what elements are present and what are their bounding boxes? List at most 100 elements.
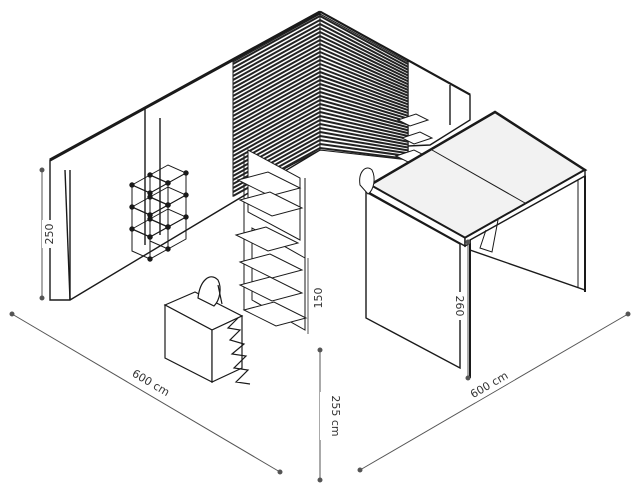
cube-connector [147,172,153,178]
slat [319,83,409,114]
slat [232,75,321,125]
slat [232,99,321,149]
slat [319,43,409,86]
cabin-height-dimension: 260 [452,239,471,381]
slat [319,123,409,143]
cube-connector [165,180,171,186]
slat [232,43,321,93]
slat [319,99,409,126]
slat [232,91,321,141]
slat [232,79,321,129]
slat [232,95,321,145]
slat [319,47,409,88]
slat [232,47,321,97]
cube-connector [147,216,153,222]
left-wall-front-edge [64,169,71,301]
slat [319,107,409,132]
slat [319,127,409,146]
left-wall-height-label: 250 [43,224,56,245]
slat [232,71,321,121]
slat [232,103,321,153]
slat [232,87,321,137]
front-height-label: 255 cm [329,395,342,436]
cube-connector [183,214,189,220]
slat [319,143,409,158]
shelf [238,253,304,279]
wall-shelf [396,113,430,127]
slat [319,79,409,112]
display-stand [226,317,251,385]
cube-connector [147,256,153,262]
slat [319,135,409,152]
slat [319,139,409,155]
slat [232,23,321,73]
cabin-chair [359,167,375,195]
roof-seam [431,149,526,204]
slat [319,23,409,71]
slat [319,67,409,103]
slat [232,67,321,117]
cube-connector [129,226,135,232]
slat [232,63,321,113]
cube-connector [165,246,171,252]
shelf-height-dimension: 150 [307,258,325,334]
booth-cabin [359,110,588,378]
cube-connector [129,204,135,210]
left-wall-height-dimension: 250 [39,167,56,301]
slat [319,15,409,65]
cabin-height-label: 260 [453,296,466,317]
slat [319,131,409,149]
shelf [234,226,300,252]
counter-side [211,315,243,383]
slat [319,63,409,100]
slat [232,83,321,133]
chair-leg [217,284,223,305]
cube-connector [165,224,171,230]
cube-connector [183,170,189,176]
slat [319,51,409,91]
cabin-front-wall [365,190,461,370]
slat [319,147,409,161]
shelf [236,171,302,197]
shelf [242,301,308,327]
chair [197,276,221,307]
front-height-dimension: 255 cm [317,347,342,483]
slatted-wall [232,13,434,197]
slat [319,111,409,135]
slat [232,107,321,157]
slat [232,15,321,65]
slat [319,27,409,74]
slat [319,95,409,123]
slat [232,31,321,81]
shelf [238,191,304,217]
slat [319,87,409,117]
wall-top-frame-left [49,10,321,162]
slat [319,55,409,94]
slat [232,51,321,101]
reception-counter [163,276,251,385]
slat [319,39,409,83]
slat [319,119,409,140]
cube-connector [147,194,153,200]
slat [232,39,321,89]
wall-shelf [400,131,434,145]
cube-connector [183,192,189,198]
slat [319,31,409,77]
cabin-opening [479,219,499,253]
cube-face [167,216,187,250]
shelf [238,276,304,302]
shelf-unit [234,149,308,331]
slat [319,91,409,120]
slat [319,59,409,97]
cube-connector [129,182,135,188]
slat [232,59,321,109]
slat [319,115,409,137]
cube-connector [165,202,171,208]
slat [319,19,409,68]
slat [232,19,321,69]
slat [232,35,321,85]
slat [319,71,409,106]
slat [232,27,321,77]
slat [319,35,409,80]
